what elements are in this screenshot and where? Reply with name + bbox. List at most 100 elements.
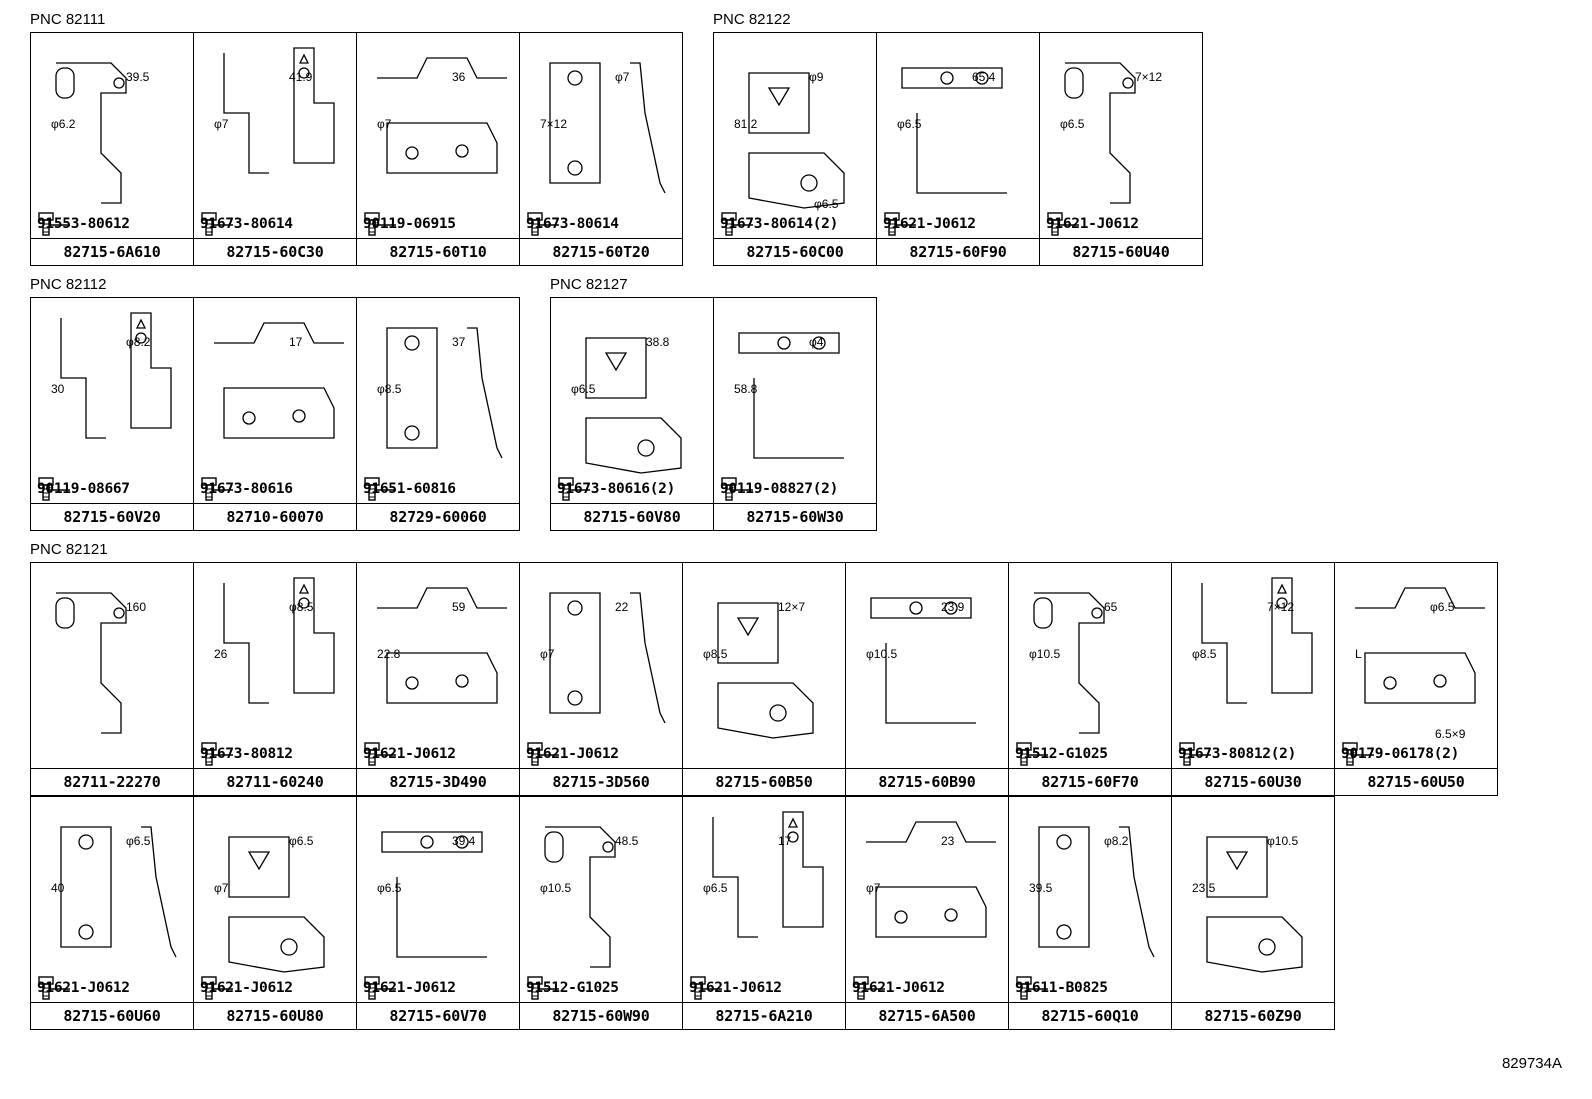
part-number[interactable]: 82715-3D490 [357, 768, 519, 795]
diagram-reference: 829734A [1501, 1055, 1562, 1072]
bolt-icon [721, 477, 753, 501]
part-number[interactable]: 82715-60U50 [1335, 768, 1497, 795]
part-illustration: 38.8φ6.5 [571, 335, 682, 474]
bolt-part-number: 91673-80616(2) [557, 481, 676, 497]
part-number[interactable]: 82715-3D560 [520, 768, 682, 795]
part-illustration: φ6.5φ7 [214, 834, 325, 973]
bolt-callout: 91621-J0612 [852, 975, 945, 1001]
part-number[interactable]: 82715-60T20 [520, 238, 682, 265]
part-number[interactable]: 82715-60B90 [846, 768, 1008, 795]
part-number[interactable]: 82715-60U40 [1040, 238, 1202, 265]
bolt-icon [527, 742, 559, 766]
dimension-label: φ8.5 [377, 382, 402, 396]
part-number[interactable]: 82711-60240 [194, 768, 356, 795]
part-number[interactable]: 82715-60V70 [357, 1002, 519, 1029]
part-number[interactable]: 82715-60B50 [683, 768, 845, 795]
bracket-drawing: 39.4φ6.5 [377, 831, 487, 958]
part-number[interactable]: 82715-60C30 [194, 238, 356, 265]
dimension-label: 65.4 [972, 70, 996, 84]
bolt-callout: 91673-80616(2) [557, 476, 675, 502]
bracket-drawing: φ6.5L6.5×9 [1355, 587, 1485, 741]
part-number[interactable]: 82715-60Z90 [1172, 1002, 1334, 1029]
bolt-icon [364, 477, 396, 501]
part-number[interactable]: 82715-60F90 [877, 238, 1039, 265]
part-number[interactable]: 82710-60070 [194, 503, 356, 530]
dimension-label: φ7 [540, 647, 555, 661]
bolt-part-number: 91621-J0612 [526, 746, 619, 762]
part-number[interactable]: 82715-60W30 [714, 503, 876, 530]
part-number[interactable]: 82715-60C00 [714, 238, 876, 265]
bolt-part-number: 91673-80614(2) [720, 216, 839, 232]
part-number[interactable]: 82715-60T10 [357, 238, 519, 265]
dimension-label: φ6.5 [1430, 600, 1455, 614]
part-number[interactable]: 82715-60U30 [1172, 768, 1334, 795]
part-number[interactable]: 82715-60U80 [194, 1002, 356, 1029]
dimension-label: 41.9 [289, 70, 313, 84]
bracket-drawing: 160 [55, 592, 146, 734]
part-number[interactable]: 82711-22270 [31, 768, 193, 795]
part-cell[interactable]: 160 82711-22270 [30, 562, 194, 796]
part-number[interactable]: 82715-60F70 [1009, 768, 1171, 795]
bracket-drawing: φ8.230 [51, 312, 172, 439]
part-illustration: 65.4φ6.5 [897, 67, 1007, 194]
bolt-callout: 90119-06915 [363, 211, 456, 237]
dimension-label: φ10.5 [866, 647, 897, 661]
part-illustration: 12×7φ8.5 [703, 600, 814, 739]
dimension-label: 58.8 [734, 382, 758, 396]
part-number[interactable]: 82715-60U60 [31, 1002, 193, 1029]
part-number[interactable]: 82715-60Q10 [1009, 1002, 1171, 1029]
part-number[interactable]: 82715-6A610 [31, 238, 193, 265]
bolt-part-number: 91621-J0612 [1046, 216, 1139, 232]
part-number[interactable]: 82715-6A500 [846, 1002, 1008, 1029]
part-number[interactable]: 82715-60W90 [520, 1002, 682, 1029]
bolt-callout: 91621-J0612 [526, 741, 619, 767]
part-number[interactable]: 82729-60060 [357, 503, 519, 530]
bolt-icon [721, 212, 753, 236]
group-title: PNC 82111 [30, 11, 106, 28]
part-number[interactable]: 82715-60V20 [31, 503, 193, 530]
bolt-callout: 90179-06178(2) [1341, 741, 1459, 767]
dimension-label: φ8.5 [703, 647, 728, 661]
part-number[interactable]: 82715-60V80 [551, 503, 713, 530]
bolt-part-number: 90119-08827(2) [720, 481, 839, 497]
dimension-label: 7×12 [1135, 70, 1162, 84]
part-illustration: 160 [55, 592, 146, 734]
part-number[interactable]: 82715-6A210 [683, 1002, 845, 1029]
